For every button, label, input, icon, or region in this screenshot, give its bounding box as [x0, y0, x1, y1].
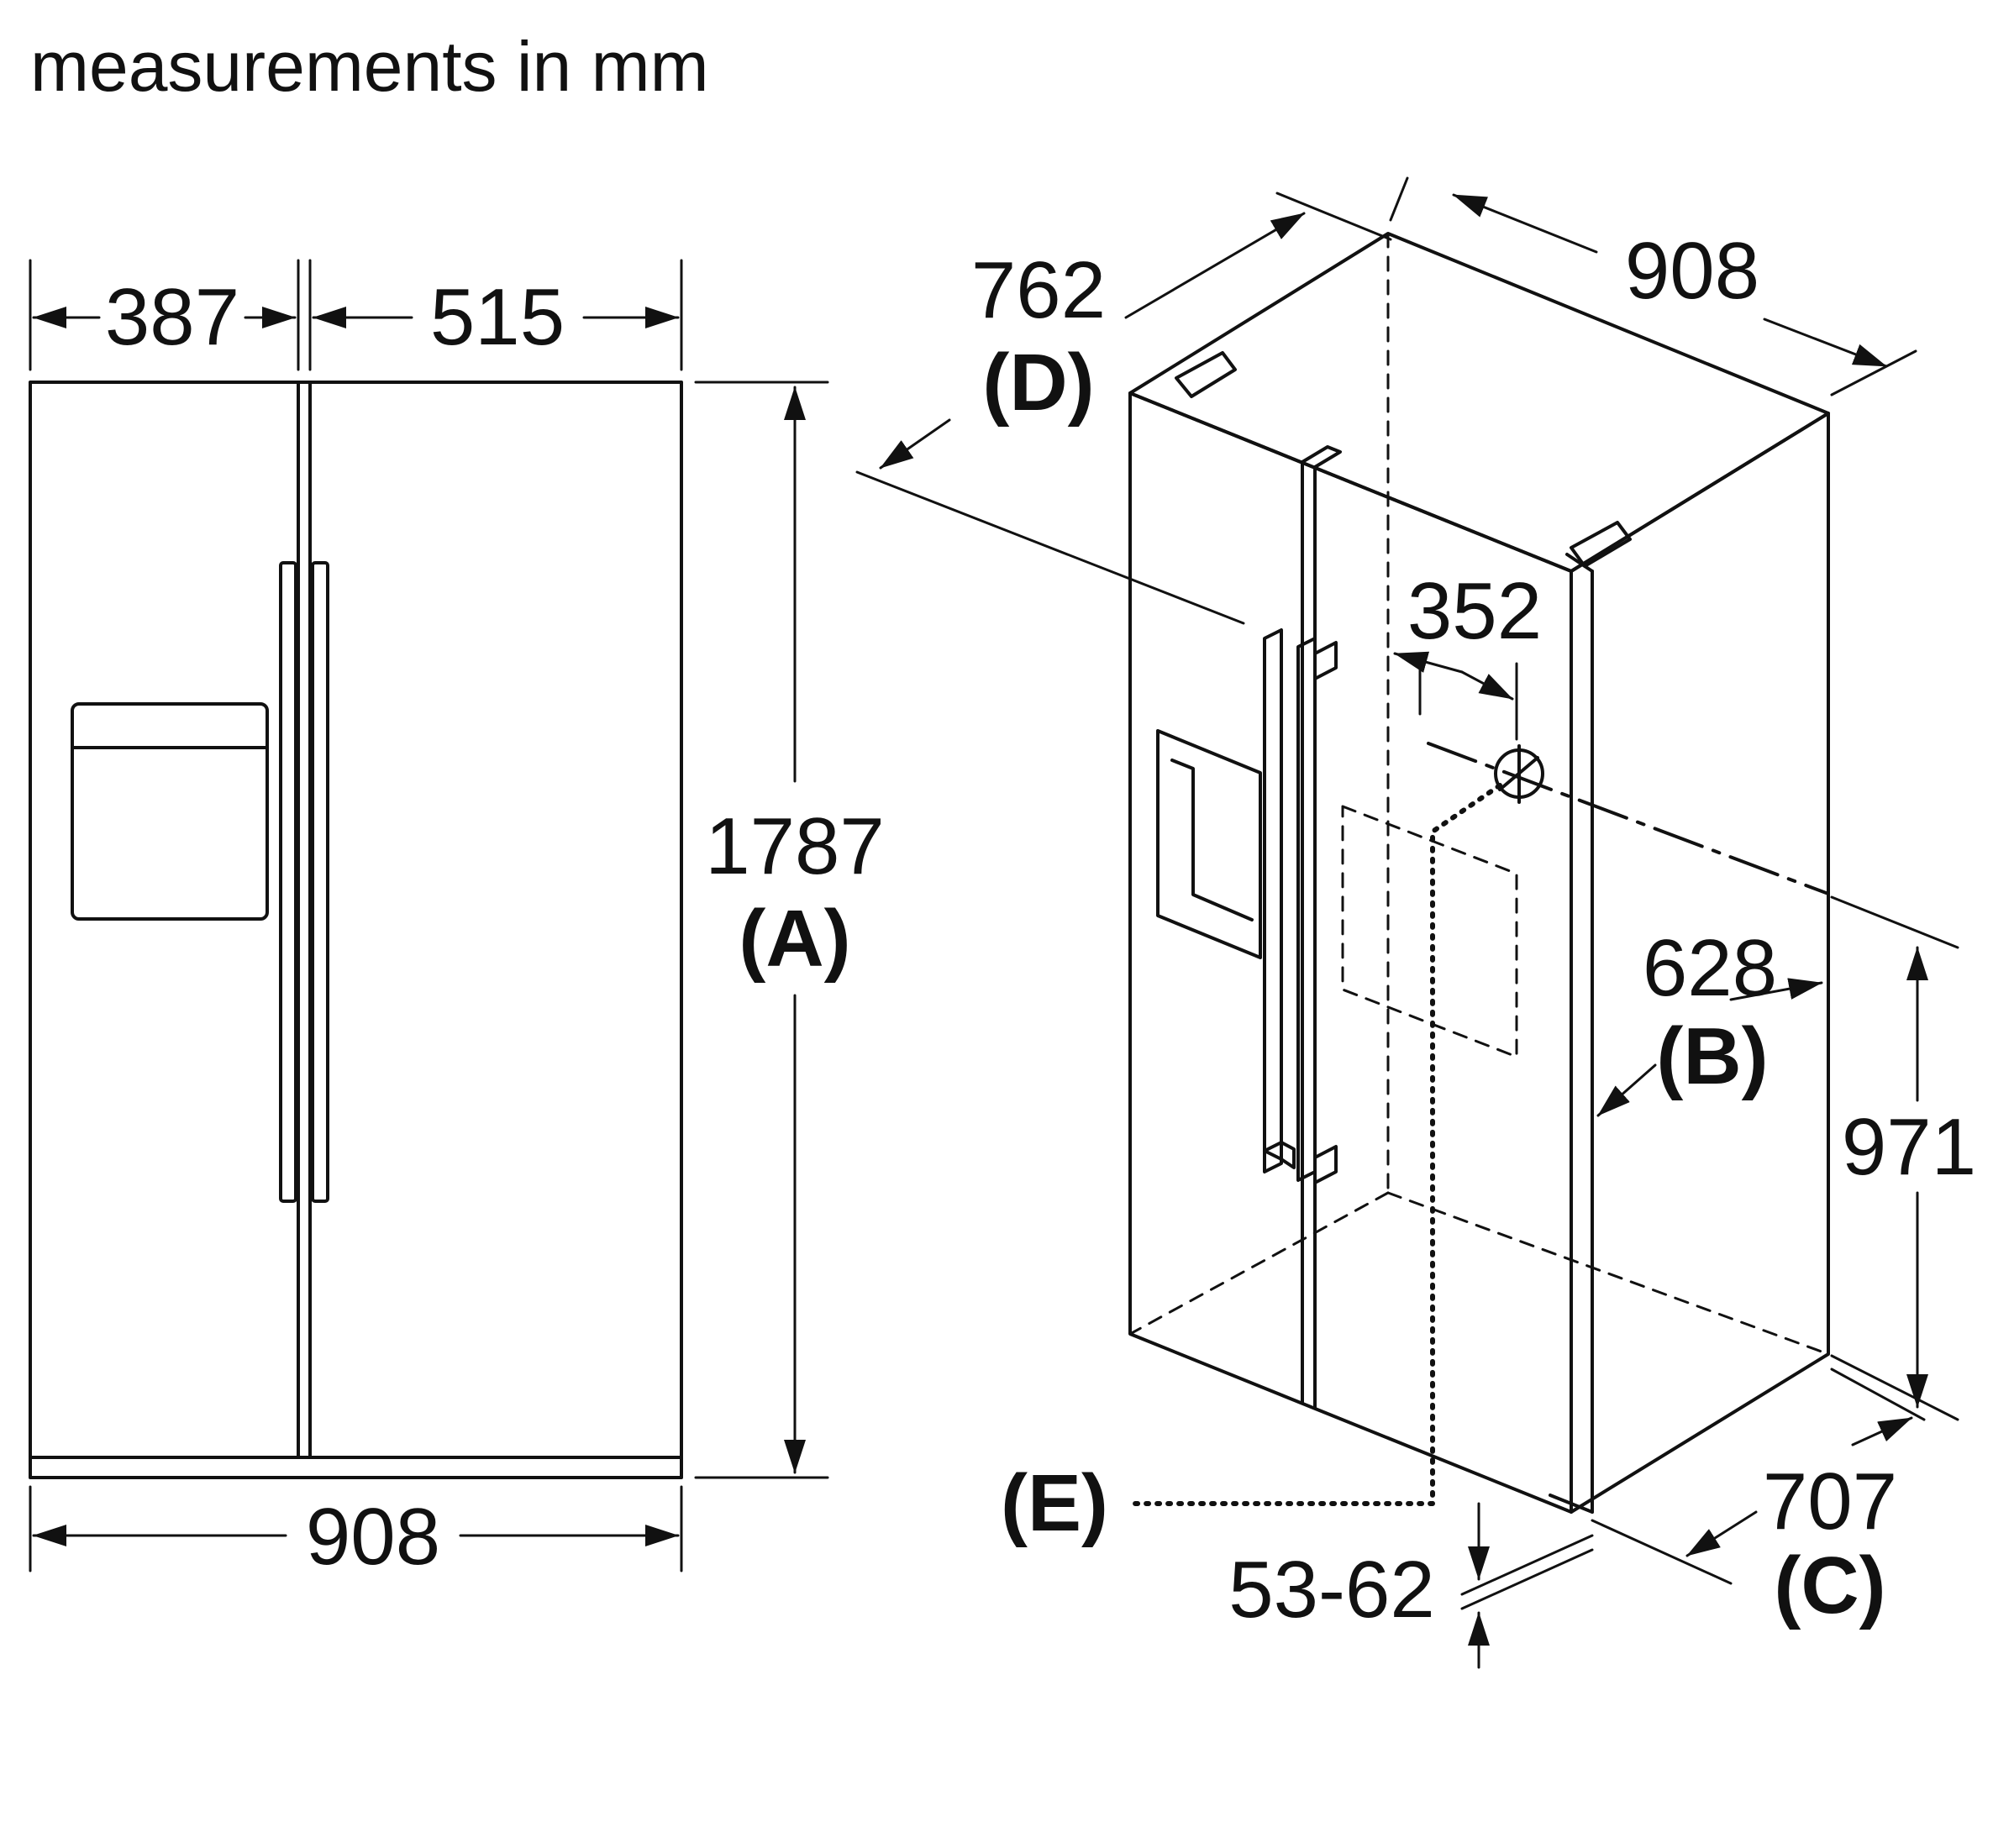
dim-depth-value: 762: [971, 245, 1106, 335]
connection-centre-line: [1427, 742, 1830, 895]
water-dispenser: [71, 702, 269, 921]
dim-connection-height: 971: [1842, 1102, 1976, 1192]
handle-mount: [1313, 1145, 1338, 1184]
hidden-edge: [1128, 1191, 1390, 1336]
iso-view: 762 (D) 908 352 628 (B) 971 707 (C) (E: [855, 176, 1976, 1669]
iso-door-gap-top: [1301, 445, 1342, 469]
ext-line: [1460, 1548, 1594, 1610]
ext-line: [1830, 1368, 1926, 1421]
ext-line: [1460, 1534, 1594, 1596]
hidden-edge: [1386, 1191, 1830, 1356]
dim-height-code: (A): [739, 894, 850, 984]
handle-mount: [1313, 641, 1338, 680]
door-edge: [1565, 553, 1594, 573]
iso-side-face: [1570, 412, 1830, 1514]
iso-dispenser: [1156, 729, 1262, 959]
ext-line: [1275, 192, 1392, 241]
hidden-connection-box: [1341, 805, 1518, 1058]
dim-arrow: [1452, 193, 1598, 254]
dim-arrow: [1460, 670, 1514, 701]
dim-arrow: [1124, 212, 1306, 319]
water-connection-label: (E): [1001, 1458, 1108, 1548]
top-hinge-right: [1570, 521, 1632, 568]
dim-body-depth-code: (B): [1656, 1011, 1768, 1101]
ext-line: [1389, 176, 1409, 222]
iso-dispenser-inner: [1170, 759, 1254, 921]
ext-line: [855, 470, 1245, 625]
ext-line: [1830, 1354, 1959, 1421]
dim-depth-code: (D): [982, 338, 1094, 428]
dim-total-width: 908: [306, 1492, 440, 1582]
dim-arrow: [1851, 1416, 1913, 1446]
dim-depth-no-doors-value: 707: [1763, 1457, 1897, 1546]
iso-front-face: [1128, 391, 1573, 1514]
dim-depth-no-doors-code: (C): [1774, 1541, 1885, 1630]
iso-left-handle: [1263, 628, 1283, 1173]
water-pipe-path: [1132, 783, 1502, 1506]
top-hinge-left: [1175, 351, 1237, 398]
handle-mount: [1263, 1141, 1296, 1169]
dim-arrow: [1685, 1510, 1758, 1557]
dim-arrow: [1393, 651, 1464, 674]
ext-line: [1591, 1519, 1733, 1585]
dim-arrow: [879, 418, 951, 470]
dim-top-width: 908: [1625, 226, 1759, 316]
front-plinth: [29, 1456, 683, 1479]
dim-right-door-width: 515: [430, 272, 565, 362]
dim-foot-range: 53-62: [1228, 1545, 1435, 1635]
dim-arrow: [1729, 978, 1823, 1001]
door-edge: [1549, 1494, 1594, 1514]
left-door-handle: [279, 561, 297, 1203]
right-door-handle: [311, 561, 329, 1203]
dim-body-depth-value: 628: [1643, 923, 1777, 1013]
dim-connection-offset: 352: [1407, 566, 1542, 656]
ext-line: [1830, 895, 1959, 949]
dim-height-value: 1787: [705, 801, 885, 891]
dim-arrow: [1596, 1063, 1657, 1117]
dim-arrow: [1763, 318, 1888, 368]
dim-left-door-width: 387: [105, 272, 239, 362]
measurements-title: measurements in mm: [30, 27, 709, 106]
front-view: 387 515 908 1787 (A): [29, 259, 885, 1582]
ext-line: [1830, 349, 1917, 396]
